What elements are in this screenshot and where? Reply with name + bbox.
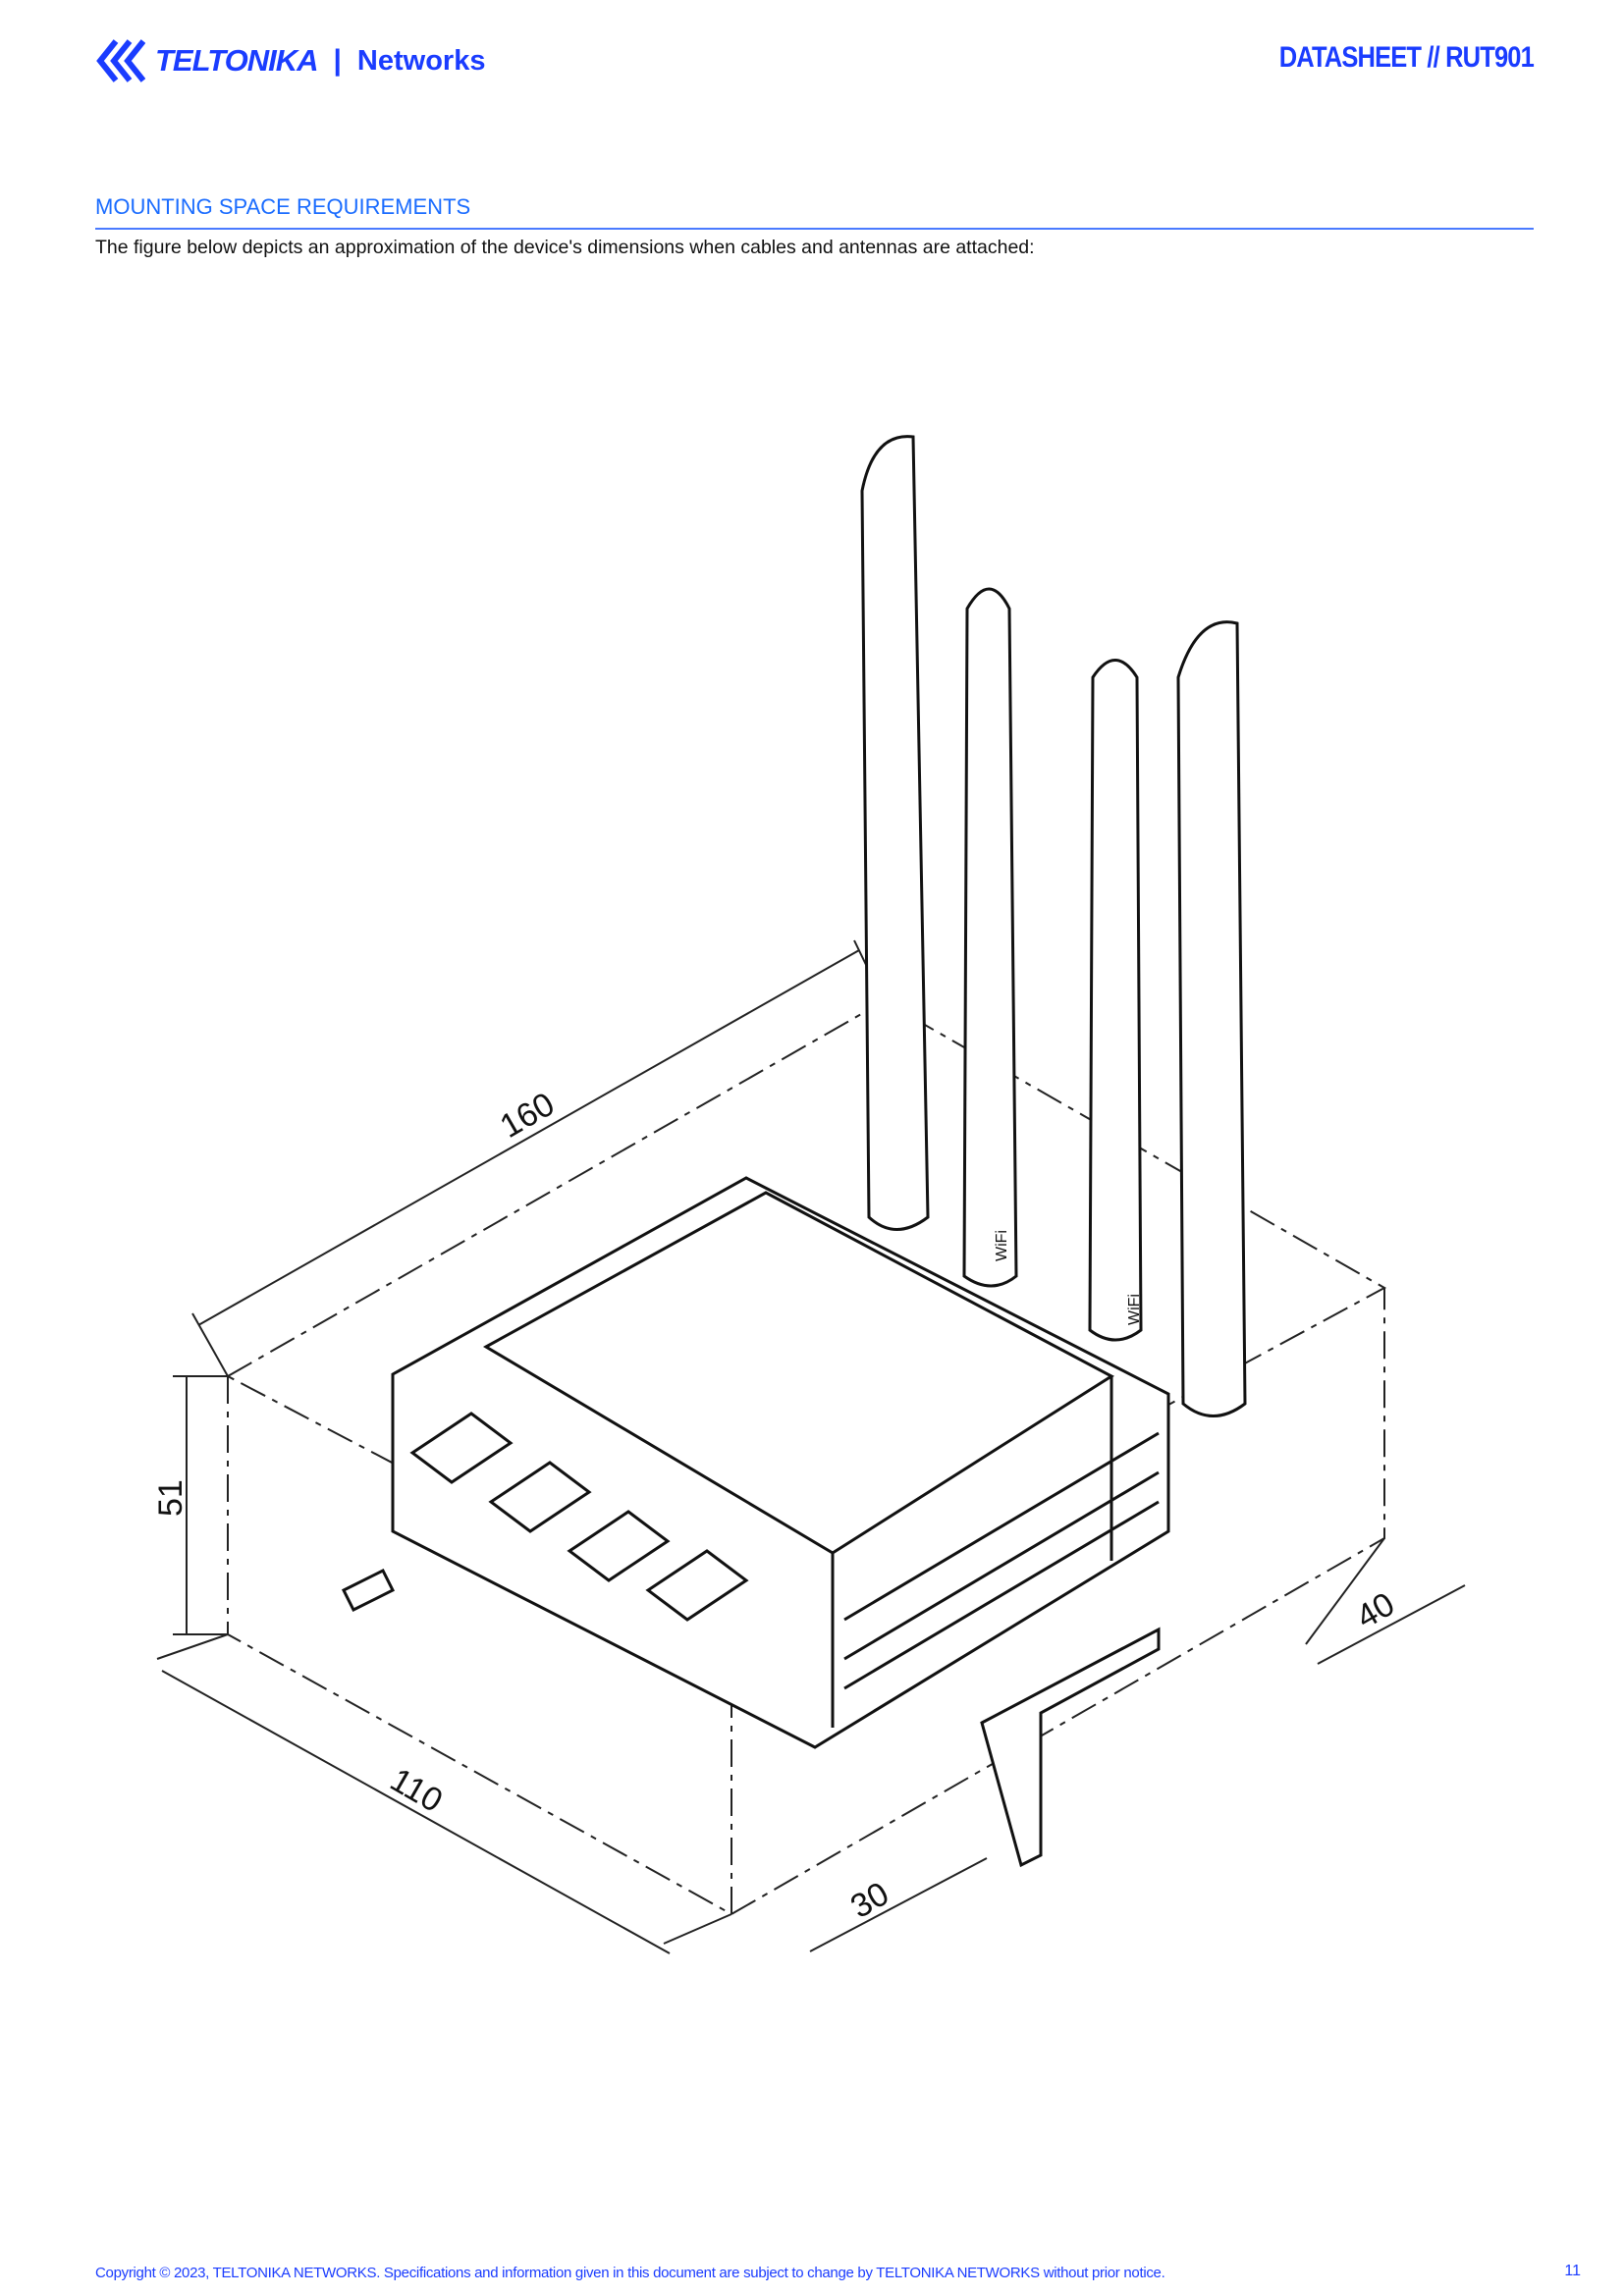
dimension-length-label: 160 <box>494 1086 561 1146</box>
antenna-wifi-label: WiFi <box>994 1230 1010 1261</box>
brand-name: TELTONIKA <box>155 43 319 78</box>
section-title: MOUNTING SPACE REQUIREMENTS <box>95 194 471 219</box>
antennas <box>860 435 1247 1417</box>
brand-suffix: Networks <box>356 44 486 77</box>
antenna-wifi-2 <box>1088 659 1143 1342</box>
antenna-lte-1 <box>860 435 930 1231</box>
dimension-width-label: 110 <box>384 1761 449 1820</box>
brand-separator: | <box>333 44 342 77</box>
teltonika-chevron-icon <box>96 39 145 82</box>
section-divider <box>95 228 1534 230</box>
dimension-rail-label: 30 <box>844 1875 895 1926</box>
document-title: DATASHEET // RUT901 <box>1278 41 1535 74</box>
dimension-side-label: 40 <box>1350 1585 1401 1636</box>
footer-copyright: Copyright © 2023, TELTONIKA NETWORKS. Sp… <box>95 2265 1165 2281</box>
dimension-height-label: 51 <box>152 1479 189 1517</box>
intro-text: The figure below depicts an approximatio… <box>95 237 1035 258</box>
teltonika-logo: TELTONIKA | Networks <box>94 37 485 84</box>
antenna-wifi-1 <box>962 587 1018 1288</box>
router-body <box>341 1176 1170 1868</box>
page-number: 11 <box>1564 2263 1581 2279</box>
antenna-wifi-label-2: WiFi <box>1126 1294 1143 1325</box>
antenna-lte-2 <box>1176 620 1247 1417</box>
